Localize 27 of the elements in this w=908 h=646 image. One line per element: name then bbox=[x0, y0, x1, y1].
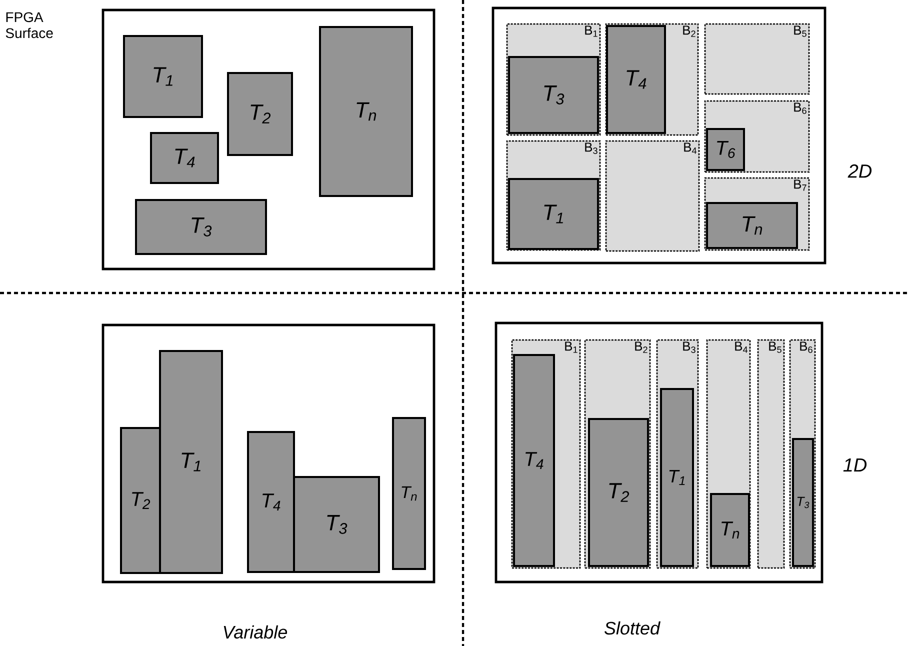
task-box: T$_{4}$ bbox=[513, 354, 555, 567]
task-box: T$_{n}$ bbox=[706, 202, 798, 249]
task-box: T$_{n}$ bbox=[319, 26, 413, 197]
task-box: T$_{2}$ bbox=[588, 418, 649, 567]
task-box: T$_{1}$ bbox=[660, 388, 694, 567]
slot-box: B$_{4}$ bbox=[605, 140, 700, 252]
task-box: T$_{1}$ bbox=[123, 35, 203, 118]
dimension-label: 1D bbox=[843, 458, 867, 472]
task-box: T$_{3}$ bbox=[293, 476, 380, 573]
surface-label: FPGA Surface bbox=[6, 12, 53, 38]
dimension-label: 2D bbox=[848, 164, 872, 178]
task-box: T$_{4}$ bbox=[150, 132, 219, 184]
column-label: Variable bbox=[224, 625, 288, 639]
task-box: T$_{3}$ bbox=[508, 56, 599, 134]
column-label: Slotted bbox=[604, 621, 660, 635]
task-box: T$_{1}$ bbox=[508, 178, 599, 250]
task-box: T$_{2}$ bbox=[120, 427, 161, 574]
task-box: T$_{4}$ bbox=[606, 25, 666, 134]
task-box: T$_{n}$ bbox=[392, 417, 426, 570]
task-box: T$_{6}$ bbox=[706, 128, 745, 171]
task-box: T$_{4}$ bbox=[247, 431, 295, 573]
slot-box: B$_{5}$ bbox=[704, 23, 810, 95]
task-box: T$_{n}$ bbox=[710, 493, 750, 567]
task-box: T$_{3}$ bbox=[135, 199, 267, 255]
task-box: T$_{3}$ bbox=[792, 438, 814, 567]
task-box: T$_{2}$ bbox=[227, 72, 293, 156]
slot-box: B$_{5}$ bbox=[757, 339, 785, 569]
